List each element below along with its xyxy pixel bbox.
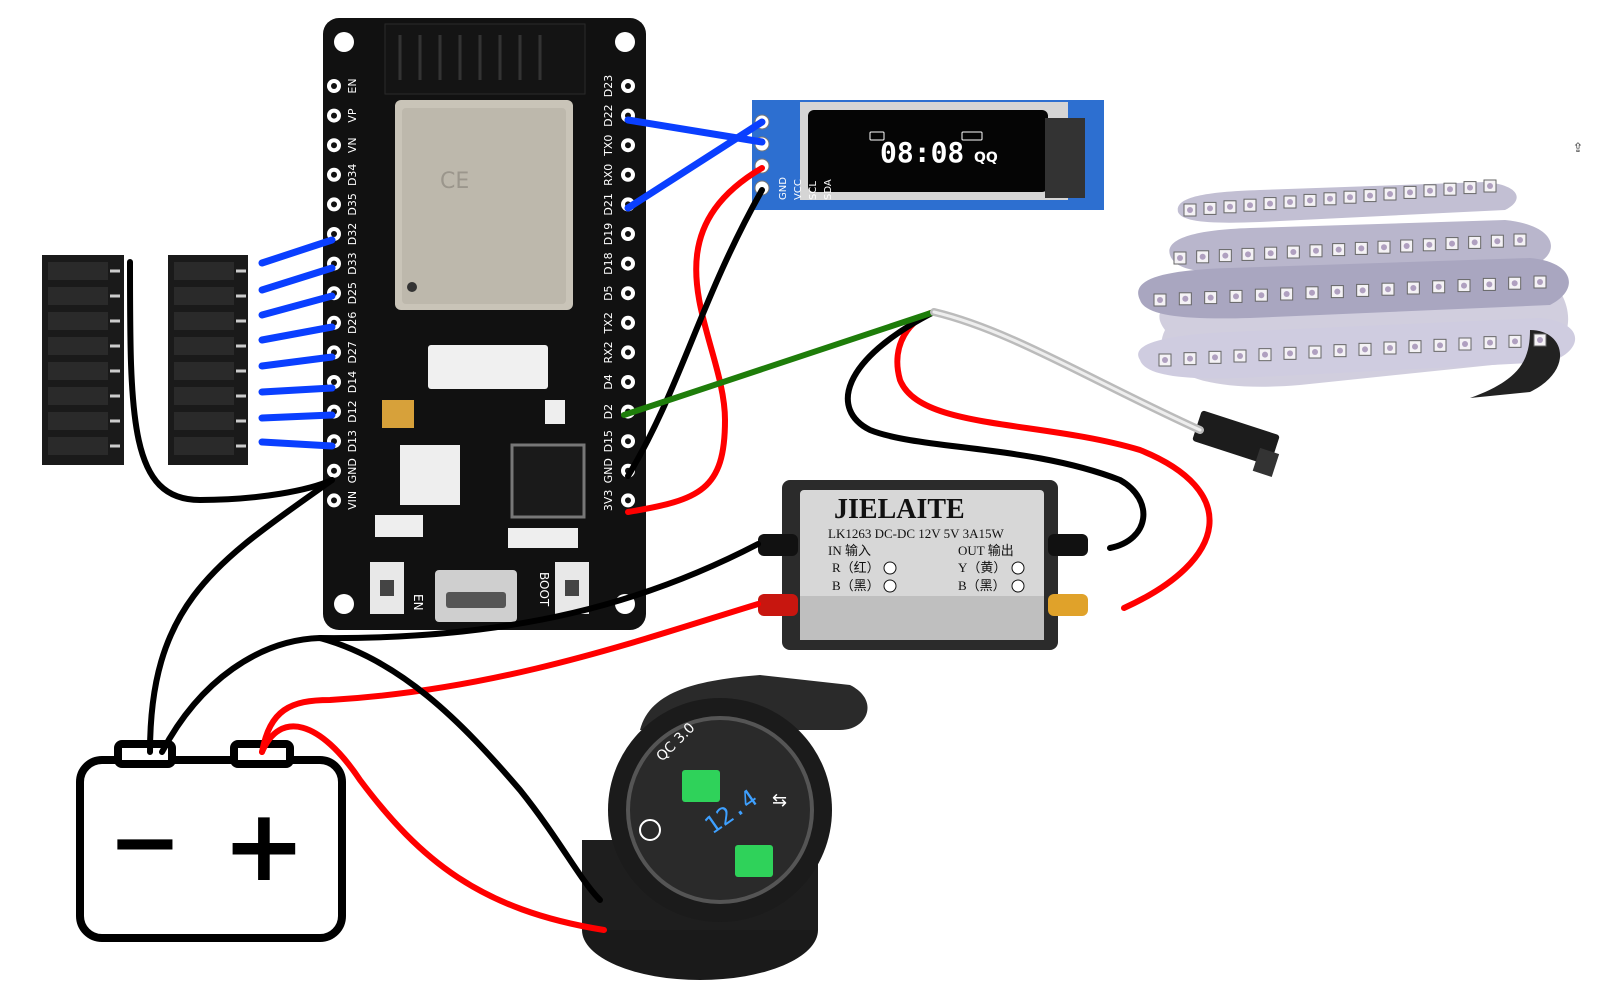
header-slot xyxy=(174,287,234,305)
red-wire-converter-strip xyxy=(894,309,1213,611)
en-button-label: EN xyxy=(411,594,425,611)
esp32-right-pin-label: GND xyxy=(602,458,615,483)
esp32-right-pin-label: TX2 xyxy=(602,312,615,334)
converter-out-label: OUT 输出 xyxy=(958,543,1014,558)
oled-time: 08:08 xyxy=(880,136,964,169)
esp32-right-pin-label: D5 xyxy=(602,285,615,300)
header-slot xyxy=(174,312,234,330)
converter-spec: LK1263 DC-DC 12V 5V 3A15W xyxy=(828,526,1004,541)
blue-wire-d25 xyxy=(258,292,336,319)
battery: − + xyxy=(76,740,346,942)
black-wire-header-gnd xyxy=(127,259,335,504)
esp32-right-pin-label: RX2 xyxy=(602,341,615,363)
esp32-left-pin-label: D12 xyxy=(346,400,359,422)
esp32-right-pin-label: D15 xyxy=(602,430,615,452)
header-slot xyxy=(174,387,234,405)
wires xyxy=(127,116,1213,933)
esp32-right-pin-label: D2 xyxy=(602,404,615,419)
header-slot xyxy=(48,262,108,280)
svg-text:CE: CE xyxy=(440,169,469,194)
header-slot xyxy=(48,412,108,430)
black-wire-gnd-oled xyxy=(625,187,765,479)
oled-display-module: GND VCC SCL SDA 08:08 QQ xyxy=(752,100,1104,210)
female-header-left xyxy=(42,255,124,465)
esp32-right-pin-label: 3V3 xyxy=(602,490,615,512)
header-slot xyxy=(48,337,108,355)
esp32-left-pin-label: VIN xyxy=(346,491,359,510)
header-slot xyxy=(48,387,108,405)
header-slot xyxy=(174,262,234,280)
esp32-right-pin-label: D22 xyxy=(602,104,615,126)
esp32-left-pin-label: D14 xyxy=(346,371,359,393)
converter-out-y: Y（黄） xyxy=(958,560,1006,575)
blue-wire-d33 xyxy=(258,264,336,294)
blue-wire-d14 xyxy=(258,384,336,396)
esp32-left-pin-label: EN xyxy=(346,78,359,93)
esp32-left-pin-label: D27 xyxy=(346,341,359,363)
header-slot xyxy=(174,362,234,380)
black-wire-socket xyxy=(317,635,603,903)
blue-wire-d12 xyxy=(258,411,336,422)
esp32-board: CE EN VP VN D34D35D32D33D25D26D27D14D12D13G… xyxy=(323,18,646,630)
battery-minus-label: − xyxy=(108,790,182,893)
converter-in-label: IN 输入 xyxy=(828,543,871,558)
green-wire-d2 xyxy=(621,309,937,418)
blue-wire-scl xyxy=(624,118,766,212)
usb-qc-socket: QC 3.0 12.4 ⇆ xyxy=(582,675,868,980)
red-wire-battery-socket xyxy=(259,723,607,933)
battery-plus-label: + xyxy=(222,787,306,904)
oled-pin-label: SDA xyxy=(823,179,834,200)
esp32-left-pin-label: D33 xyxy=(346,252,359,274)
esp32-left-pin-label: D13 xyxy=(346,430,359,452)
oled-pin-label: VCC xyxy=(793,179,804,200)
converter-brand: JIELAITE xyxy=(834,494,965,525)
converter-in-b: B（黑） xyxy=(832,578,880,593)
led-strip xyxy=(1138,179,1576,398)
esp32-right-pin-label: D23 xyxy=(602,75,615,97)
red-wire-3v3 xyxy=(625,165,765,515)
converter-in-r: R（红） xyxy=(832,560,880,575)
esp32-left-pin-label: VN xyxy=(346,137,359,153)
esp32-left-pin-label: D26 xyxy=(346,312,359,334)
esp32-left-pin-label: D25 xyxy=(346,282,359,304)
esp32-left-pin-label: D35 xyxy=(346,193,359,215)
header-slot xyxy=(48,437,108,455)
black-wire-converter-strip xyxy=(844,309,1147,551)
blue-wire-d26 xyxy=(258,323,336,344)
header-slot xyxy=(48,287,108,305)
converter-out-b: B（黑） xyxy=(958,578,1006,593)
esp32-right-pin-label: D18 xyxy=(602,252,615,274)
blue-wire-d27 xyxy=(258,353,336,370)
esp32-right-pin-label: D21 xyxy=(602,193,615,215)
black-wire-battery-esp xyxy=(147,477,335,755)
share-icon[interactable]: ⇪ xyxy=(1572,140,1584,155)
female-header-right xyxy=(168,255,248,465)
usb-icon: ⇆ xyxy=(772,790,787,811)
blue-wire-d32 xyxy=(258,236,336,267)
red-wire-battery-converter xyxy=(259,601,761,755)
blue-wire-d13 xyxy=(258,438,336,450)
esp32-left-pin-label: GND xyxy=(346,458,359,483)
header-slot xyxy=(174,437,234,455)
oled-pin-label: SCL xyxy=(808,181,819,200)
esp32-left-pin-label: D34 xyxy=(346,164,359,186)
header-slot xyxy=(174,412,234,430)
esp32-right-pin-label: TX0 xyxy=(602,135,615,157)
black-wire-battery-converter xyxy=(159,541,761,755)
boot-button-label: BOOT xyxy=(537,572,551,607)
header-slot xyxy=(174,337,234,355)
esp32-right-pin-label: D4 xyxy=(602,374,615,389)
esp32-right-pin-label: RX0 xyxy=(602,164,615,186)
esp32-right-pin-label: D19 xyxy=(602,223,615,245)
header-slot xyxy=(48,312,108,330)
dc-dc-converter: JIELAITE LK1263 DC-DC 12V 5V 3A15W IN 输入… xyxy=(758,480,1088,650)
oled-pin-label: GND xyxy=(778,177,789,200)
esp32-left-pin-label: VP xyxy=(346,108,359,123)
header-slot xyxy=(48,362,108,380)
jst-connector xyxy=(1192,410,1280,477)
oled-label: QQ xyxy=(974,150,998,166)
esp32-left-pin-label: D32 xyxy=(346,223,359,245)
